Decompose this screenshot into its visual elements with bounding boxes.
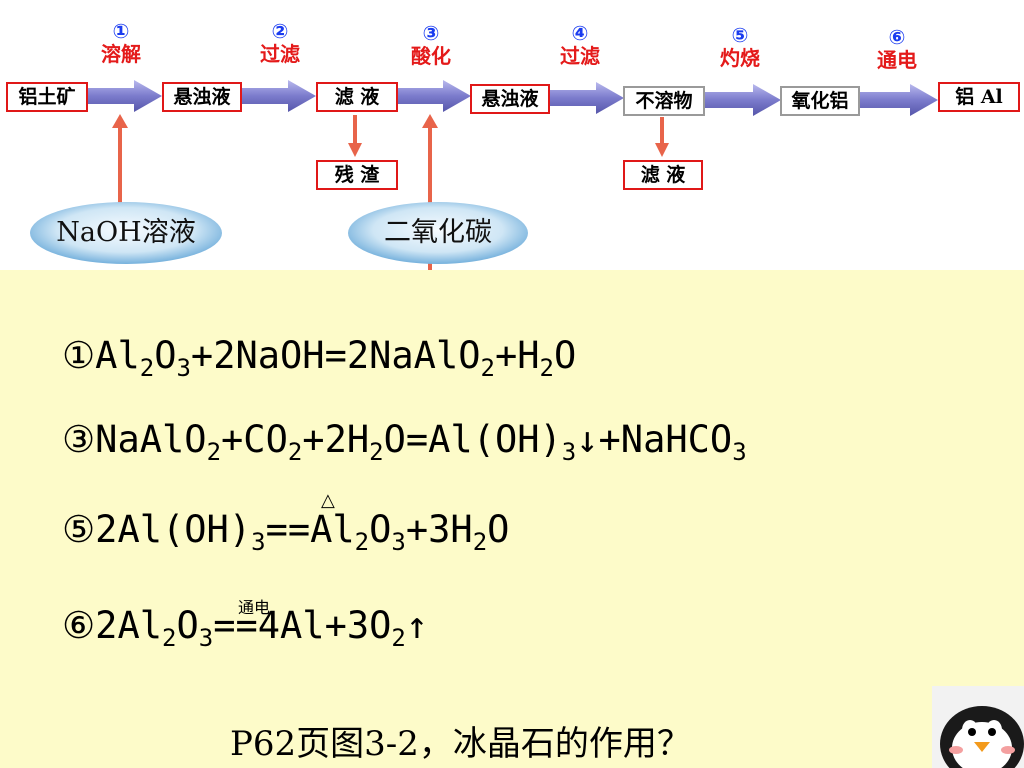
equation-3: ③NaAlO2+CO2+2H2O=Al(OH)3↓+NaHCO3 — [62, 418, 747, 466]
box-suspension-2: 悬浊液 — [470, 84, 550, 114]
reagent-naoh: NaOH溶液 — [56, 217, 196, 248]
step-3-name: 酸化 — [411, 44, 451, 68]
up-arrow-icon — [422, 114, 438, 270]
up-arrow-icon — [112, 114, 128, 222]
right-arrow-icon — [397, 80, 471, 112]
step-6-label: ⑥ 通电 — [862, 26, 932, 72]
step-3-number: ③ — [422, 21, 440, 45]
right-arrow-icon — [242, 80, 316, 112]
flow-diagram: ① 溶解 ② 过滤 ③ 酸化 ④ 过滤 ⑤ 灼烧 ⑥ 通电 — [0, 0, 1024, 270]
reagent-oval-bg — [348, 202, 528, 264]
equation-6: ⑥2Al2O3==4Al+3O2↑ — [62, 604, 429, 652]
step-6-number: ⑥ — [888, 25, 906, 49]
step-1-name: 溶解 — [101, 42, 141, 66]
step-6-name: 通电 — [877, 48, 917, 72]
box-filtrate-1: 滤 液 — [316, 82, 398, 112]
right-arrow-icon — [88, 80, 162, 112]
step-4-name: 过滤 — [560, 44, 600, 68]
reagent-oval-bg — [30, 202, 222, 264]
down-arrow-icon — [348, 115, 362, 157]
right-arrow-icon — [550, 82, 624, 114]
step-3-label: ③ 酸化 — [396, 22, 466, 68]
step-2-name: 过滤 — [260, 42, 300, 66]
reagent-co2: 二氧化碳 — [384, 217, 492, 248]
step-2-number: ② — [271, 19, 289, 43]
step-1-number: ① — [112, 19, 130, 43]
step-5-label: ⑤ 灼烧 — [705, 24, 775, 70]
question-text: P62页图3-2，冰晶石的作用？ — [230, 724, 691, 764]
penguin-icon — [932, 686, 1024, 768]
step-1-label: ① 溶解 — [86, 20, 156, 66]
box-bauxite: 铝土矿 — [6, 82, 88, 112]
box-aluminium: 铝 Al — [938, 82, 1020, 112]
step-4-number: ④ — [571, 21, 589, 45]
box-residue: 残 渣 — [316, 160, 398, 190]
step-5-number: ⑤ — [731, 23, 749, 47]
equation-1: ①Al2O3+2NaOH=2NaAlO2+H2O — [62, 334, 577, 382]
down-arrow-icon — [655, 117, 669, 157]
heat-condition: △ — [321, 490, 335, 511]
right-arrow-icon — [858, 84, 938, 116]
step-2-label: ② 过滤 — [245, 20, 315, 66]
box-insoluble: 不溶物 — [623, 86, 705, 116]
step-5-name: 灼烧 — [720, 46, 760, 70]
right-arrow-icon — [705, 84, 781, 116]
box-suspension-1: 悬浊液 — [162, 82, 242, 112]
box-alumina: 氧化铝 — [780, 86, 860, 116]
step-4-label: ④ 过滤 — [545, 22, 615, 68]
box-filtrate-2: 滤 液 — [623, 160, 703, 190]
equation-5: ⑤2Al(OH)3==Al2O3+3H2O — [62, 508, 510, 556]
electrolysis-condition: 通电 — [238, 598, 271, 617]
